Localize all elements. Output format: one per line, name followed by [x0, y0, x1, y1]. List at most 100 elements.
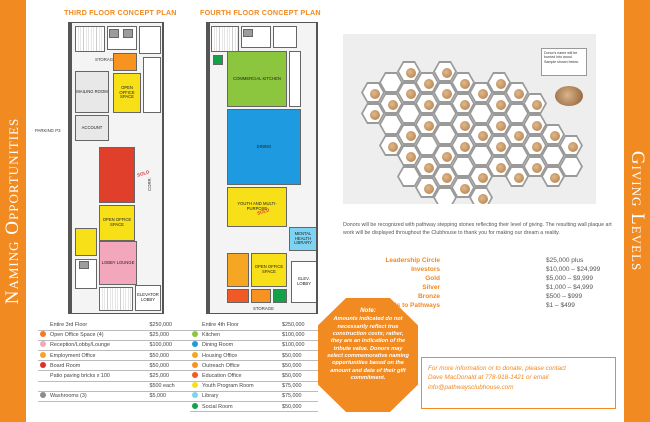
education-office-room — [227, 289, 249, 303]
stepping-stone — [559, 156, 583, 177]
legend-row: Board Room$50,000 — [38, 360, 193, 372]
washroom-grey-3 — [79, 261, 89, 269]
kitchen-storage — [289, 51, 301, 107]
legend-row: $500 each — [38, 381, 193, 392]
stepping-stone — [523, 93, 547, 114]
legend-row: Kitchen$100,000 — [190, 330, 318, 341]
corridor-room — [143, 57, 161, 113]
stepping-stone — [487, 72, 511, 93]
legend-row: Dining Room$100,000 — [190, 340, 318, 352]
orange-room-1 — [113, 53, 137, 71]
stair-room — [211, 26, 239, 52]
account-room: ACCOUNT — [75, 115, 109, 141]
commercial-kitchen-room: COMMERCIAL KITCHEN — [227, 51, 287, 107]
fourth-floor-legend: Entire 4th Floor$250,000 Kitchen$100,000… — [190, 320, 318, 413]
fourth-floor-plan: COMMERCIAL KITCHEN DINING YOUTH AND MULT… — [206, 22, 318, 314]
stepping-stone — [487, 156, 511, 177]
storage-label: STORAGE — [253, 306, 274, 311]
stepping-stone — [415, 93, 439, 114]
stones-description: Donors will be recognized with pathway s… — [343, 222, 612, 236]
stepping-stone — [415, 156, 439, 177]
legend-row: Education Office$50,000 — [190, 370, 318, 382]
legend-row: Entire 4th Floor$250,000 — [190, 320, 318, 331]
third-floor-title: THIRD FLOOR CONCEPT PLAN — [64, 8, 177, 17]
stepping-stone — [379, 114, 403, 135]
outreach-office-room — [251, 289, 271, 303]
legend-row: Housing Office$50,000 — [190, 350, 318, 362]
legend-row: Outreach Office$50,000 — [190, 360, 318, 372]
stepping-stone — [487, 93, 511, 114]
wood-sample-image — [555, 86, 583, 106]
washroom-grey — [109, 29, 119, 38]
stepping-stone — [523, 156, 547, 177]
stepping-stone — [469, 124, 493, 145]
outer-wall — [69, 23, 72, 313]
stepping-stone — [379, 72, 403, 93]
contact-email-link[interactable]: info@pathwaysclubhouse.com — [428, 383, 514, 391]
lobby-lounge-room: LOBBY LOUNGE — [99, 241, 137, 285]
stepping-stone — [451, 135, 475, 156]
legend-row: Social Room$50,000 — [190, 401, 318, 413]
stepping-stone — [433, 82, 457, 103]
stepping-stone — [451, 93, 475, 114]
stepping-stone — [415, 114, 439, 135]
stepping-stone — [415, 135, 439, 156]
housing-office-room — [227, 253, 249, 287]
note-text: Amounts indicated do not necessarily ref… — [327, 316, 409, 382]
stair-room — [75, 26, 105, 52]
social-room — [213, 55, 223, 65]
legend-row: Reception/Lobby/Lounge$100,000 — [38, 340, 193, 352]
stepping-stone — [451, 72, 475, 93]
stepping-stone — [397, 61, 421, 82]
level-amount: $25,000 plus — [546, 257, 584, 264]
stepping-stone — [433, 103, 457, 124]
open-office-space-2: OPEN OFFICE SPACE — [99, 205, 135, 241]
stepping-stone — [541, 145, 565, 166]
contact-line-1: For more information or to donate, pleas… — [428, 365, 566, 372]
stepping-stone — [559, 135, 583, 156]
level-name: Silver — [422, 284, 440, 291]
open-office-room: OPEN OFFICE SPACE — [251, 253, 287, 287]
level-amount: $5,000 – $9,999 — [546, 275, 593, 282]
stepping-stone — [433, 166, 457, 187]
legend-row: Employment Office$50,000 — [38, 350, 193, 362]
fourth-floor-title: FOURTH FLOOR CONCEPT PLAN — [200, 8, 321, 17]
stepping-stone — [541, 124, 565, 145]
mental-health-library-room: MENTAL HEALTH LIBRARY — [289, 227, 317, 251]
dining-room: DINING — [227, 109, 301, 185]
level-amount: $1 – $499 — [546, 302, 575, 309]
callout-box: Donor's name will be burned into wood. S… — [541, 48, 587, 76]
stepping-stone — [433, 187, 457, 204]
stepping-stone — [505, 103, 529, 124]
stepping-stone — [469, 103, 493, 124]
third-floor-legend: Entire 3rd Floor$250,000 Open Office Spa… — [38, 320, 193, 403]
outer-wall — [207, 23, 210, 313]
outer-wall-right — [316, 23, 317, 313]
youth-multipurpose-room: YOUTH AND MULTI-PURPOSE — [227, 187, 287, 227]
level-name: Friends to Pathways — [376, 302, 440, 309]
legend-row: Washrooms (3)$5,000 — [38, 391, 193, 403]
level-amount: $1,000 – $4,999 — [546, 284, 593, 291]
legend-row: Patio paving bricks x 100$25,000 — [38, 370, 193, 382]
stair-room-right — [139, 26, 161, 54]
stepping-stone — [433, 145, 457, 166]
stepping-stone — [397, 103, 421, 124]
stepping-stone — [487, 135, 511, 156]
outer-wall-right — [162, 23, 163, 313]
stepping-stone — [397, 145, 421, 166]
level-amount: $500 – $999 — [546, 293, 583, 300]
stepping-stone — [487, 114, 511, 135]
mailing-room: MAILING ROOM — [75, 71, 109, 113]
stepping-stone — [451, 114, 475, 135]
lower-stair — [99, 287, 133, 311]
washroom-grey-2 — [123, 29, 133, 38]
stepping-stone — [379, 135, 403, 156]
open-office-room: OPEN OFFICE SPACE — [113, 73, 141, 113]
note-octagon: Note: Amounts indicated do not necessari… — [318, 298, 418, 412]
social-room-2 — [273, 289, 287, 303]
level-amount: $10,000 – $24,999 — [546, 266, 601, 273]
stepping-stone — [379, 93, 403, 114]
stepping-stone — [469, 145, 493, 166]
stepping-stone — [361, 103, 385, 124]
stepping-stone — [469, 166, 493, 187]
